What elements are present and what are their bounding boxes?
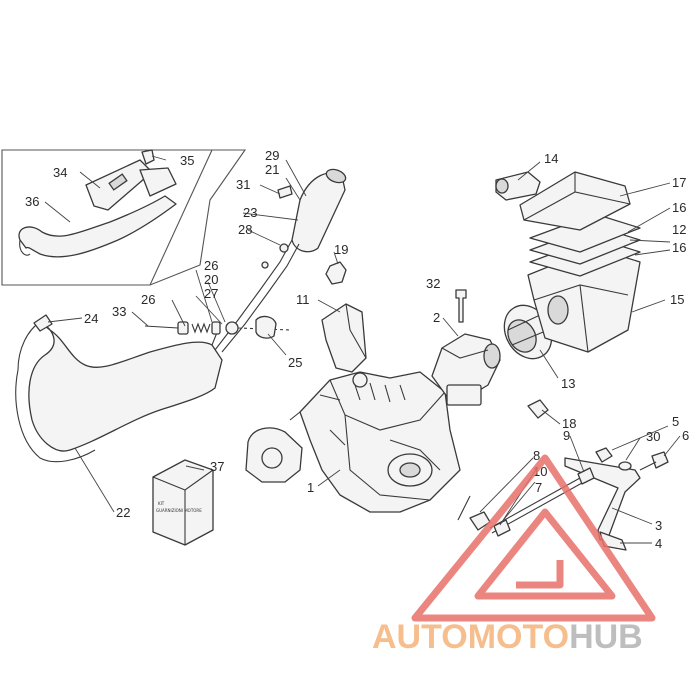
callout-31: 31 [236,177,250,192]
part-19-nut [325,261,347,285]
watermark-brand-prefix: AUTOMOTO [372,618,569,656]
callout-8: 8 [533,448,540,463]
callout-16a: 16 [672,200,686,215]
callout-30: 30 [646,429,660,444]
watermark-brand: AUTOMOTOHUB [372,618,643,656]
watermark-triangle [411,454,656,622]
part-30-washer [618,461,632,471]
part-36-exhaust-pipe [18,195,177,258]
part-2-carburetor [431,333,501,406]
callout-16b: 16 [672,240,686,255]
callout-14: 14 [544,151,558,166]
part-23-silencer [291,172,346,253]
callout-18: 18 [562,416,576,431]
box-label-line-2: GUARNIZIONI MOTORE [156,508,202,513]
callout-17: 17 [672,175,686,190]
callout-32: 32 [426,276,440,291]
callout-15: 15 [670,292,684,307]
part-9-joint [577,467,595,485]
part-13-intake-boot [503,304,553,360]
callout-7: 7 [535,480,542,495]
callout-1: 1 [307,480,314,495]
callout-34: 34 [53,165,67,180]
callout-4: 4 [655,536,662,551]
watermark-brand-suffix: HUB [569,618,643,656]
watermark: AUTOMOTOHUB [372,454,656,656]
callout-35: 35 [180,153,194,168]
part-37-gasket-kit-box: KIT GUARNIZIONI MOTORE [152,459,214,546]
part-24-gasket [33,314,53,332]
part-17-airbox-lid [519,171,631,231]
callout-2: 2 [433,310,440,325]
callout-28: 28 [238,222,252,237]
callout-26a: 26 [204,258,218,273]
box-label-line-1: KIT [158,501,165,506]
callout-6: 6 [682,428,689,443]
part-11-bracket [321,303,367,373]
part-28-tailpipe [214,239,293,351]
part-5-bushing [595,447,613,463]
callout-11: 11 [296,292,310,307]
leader-lines [44,155,681,544]
part-18-clip [527,399,549,419]
part-22-exhaust-guard [28,321,223,452]
callout-12: 12 [672,222,686,237]
callout-26b: 26 [141,292,155,307]
part-35-bolt [141,149,155,165]
part-25-clamp [255,315,277,339]
part-31-bolt [277,185,293,199]
callout-21: 21 [265,162,279,177]
callout-29: 29 [265,148,279,163]
callout-5: 5 [672,414,679,429]
callout-9: 9 [563,428,570,443]
callout-labels: 1 2 3 4 5 6 7 8 9 10 11 12 13 14 15 16 1… [25,148,689,551]
callout-22: 22 [116,505,130,520]
part-20-spring [191,322,211,334]
callout-3: 3 [655,518,662,533]
callout-19: 19 [334,242,348,257]
callout-37: 37 [210,459,224,474]
part-27-washer [225,321,239,335]
callout-33: 33 [112,304,126,319]
callout-23: 23 [243,205,257,220]
part-1-engine [289,371,461,513]
callout-25: 25 [288,355,302,370]
callout-27: 27 [204,286,218,301]
callout-20: 20 [204,272,218,287]
callout-24: 24 [84,311,98,326]
part-33-bolt [144,325,179,329]
callout-13: 13 [561,376,575,391]
part-32-screw [455,289,467,323]
callout-36: 36 [25,194,39,209]
